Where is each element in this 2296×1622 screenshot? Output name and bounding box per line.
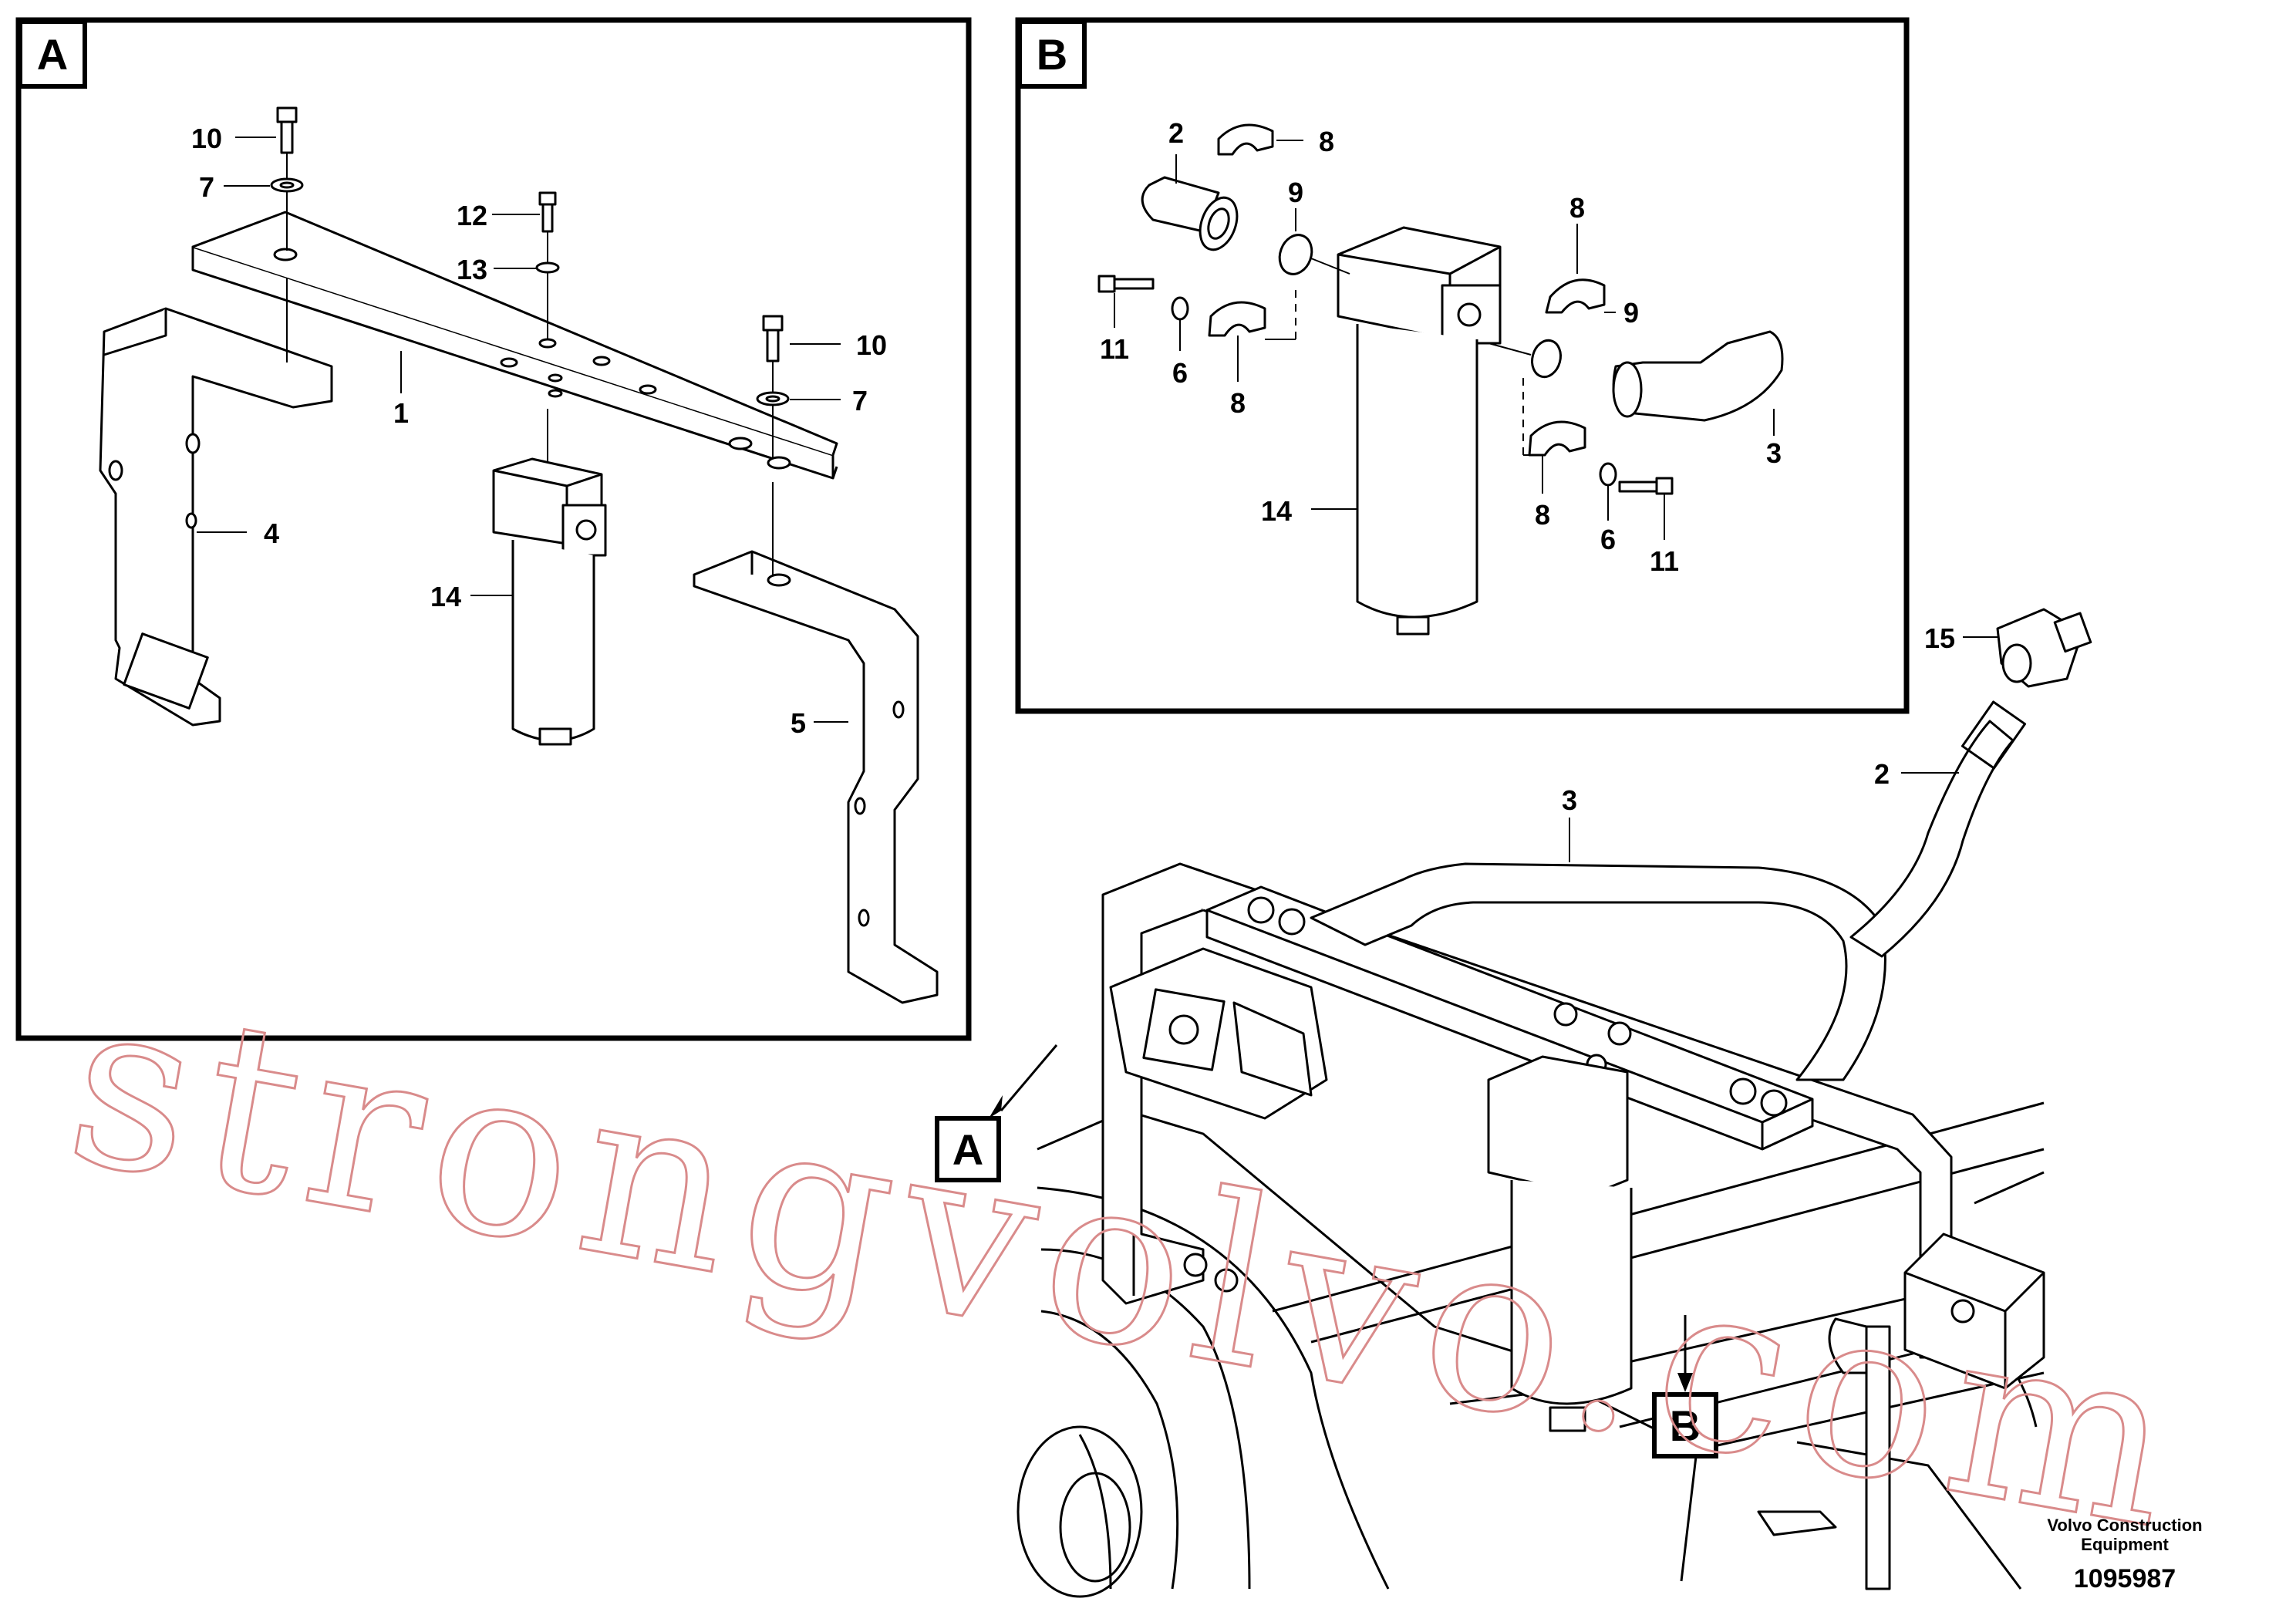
left-bracket — [99, 307, 333, 727]
bolt-top-a — [270, 106, 304, 193]
callout-washer-mid-a: 13 — [457, 254, 487, 285]
callout-bracket-left-a: 4 — [264, 518, 279, 549]
panel-b-drawing — [1097, 123, 1784, 636]
callout-bolt-right-a: 10 — [856, 329, 887, 361]
right-bracket — [693, 550, 939, 1004]
callout-hose-top-b: 2 — [1168, 117, 1184, 149]
clamp-top-b — [1217, 123, 1274, 156]
view-pointer-a: A — [935, 1044, 1058, 1182]
view-pointer-b: B — [1652, 1315, 1718, 1458]
callout-clamp-right-b: 8 — [1569, 192, 1585, 224]
leaders-a — [197, 137, 848, 723]
callout-oring-right-b: 9 — [1623, 297, 1639, 329]
clamp-left-b — [1208, 301, 1266, 337]
leaders-main — [1569, 636, 1998, 862]
callout-clamp-left-b: 8 — [1230, 387, 1246, 419]
main-hose — [1849, 720, 2014, 958]
main-pump — [1109, 947, 1328, 1120]
washer-bottom-b — [1599, 462, 1617, 487]
callout-bolt-mid-a: 12 — [457, 200, 487, 231]
callout-hose-right-b: 3 — [1766, 437, 1782, 469]
callout-pipe-main: 3 — [1562, 784, 1577, 816]
panel-a: A — [15, 17, 972, 1041]
clamp-right-b — [1545, 278, 1606, 314]
panel-a-drawing — [99, 106, 939, 1004]
view-pointer-b-label: B — [1670, 1401, 1701, 1450]
main-assembly — [1017, 608, 2092, 1598]
oring-top-b — [1278, 234, 1313, 275]
callout-clamp-top-b: 8 — [1319, 126, 1334, 157]
footer-company-line1: Volvo Construction — [2047, 1516, 2202, 1535]
footer-doc-number: 1095987 — [2074, 1564, 2176, 1593]
callout-clamp-bottom-b: 8 — [1535, 499, 1550, 531]
callout-bolt-bottom-b: 11 — [1650, 545, 1679, 577]
panel-b-label: B — [1037, 30, 1067, 79]
callout-filter-b: 14 — [1261, 495, 1292, 527]
leaders-b — [1114, 140, 1775, 540]
panel-b: B — [1015, 17, 1910, 714]
washer-left-b — [1171, 296, 1189, 321]
main-fitting — [1996, 608, 2092, 688]
panel-b-label-box — [1017, 19, 1087, 89]
guide-lines-a — [286, 153, 774, 575]
callout-oring-top-b: 9 — [1288, 177, 1303, 208]
callout-hose-main: 2 — [1874, 758, 1890, 790]
bolt-left-b — [1097, 275, 1116, 293]
callout-washer-top-a: 7 — [199, 171, 214, 203]
panel-a-label-box — [18, 19, 87, 89]
filter-assembly — [492, 457, 607, 746]
callout-washer-bottom-b: 6 — [1600, 524, 1616, 555]
callout-bracket-right-a: 5 — [791, 707, 806, 739]
bar-holes — [273, 248, 791, 470]
clamp-bottom-b — [1528, 420, 1586, 457]
panel-a-label: A — [37, 30, 68, 79]
panel-a-frame — [15, 17, 972, 1041]
main-valve-block — [1828, 1233, 2045, 1390]
callout-bolt-top-a: 10 — [191, 123, 222, 154]
bolt-mid-a — [535, 191, 560, 274]
oring-right-b — [1531, 339, 1562, 379]
view-pointer-a-label: A — [952, 1125, 983, 1174]
filter-body-b — [1337, 226, 1502, 636]
callout-bolt-left-b: 11 — [1100, 333, 1129, 365]
panel-b-frame — [1015, 17, 1910, 714]
main-pipe — [1310, 862, 1886, 1081]
footer-company-line2: Equipment — [2081, 1535, 2169, 1554]
main-filter — [1487, 1055, 1633, 1432]
main-bar-bolts — [1247, 896, 1788, 1117]
callout-filter-a: 14 — [430, 581, 461, 612]
callout-washer-right-a: 7 — [852, 385, 868, 416]
callout-fitting-main: 15 — [1924, 622, 1955, 654]
bolt-bottom-b — [1618, 481, 1660, 493]
callout-bar-a: 1 — [393, 397, 409, 429]
callout-washer-left-b: 6 — [1172, 357, 1188, 389]
